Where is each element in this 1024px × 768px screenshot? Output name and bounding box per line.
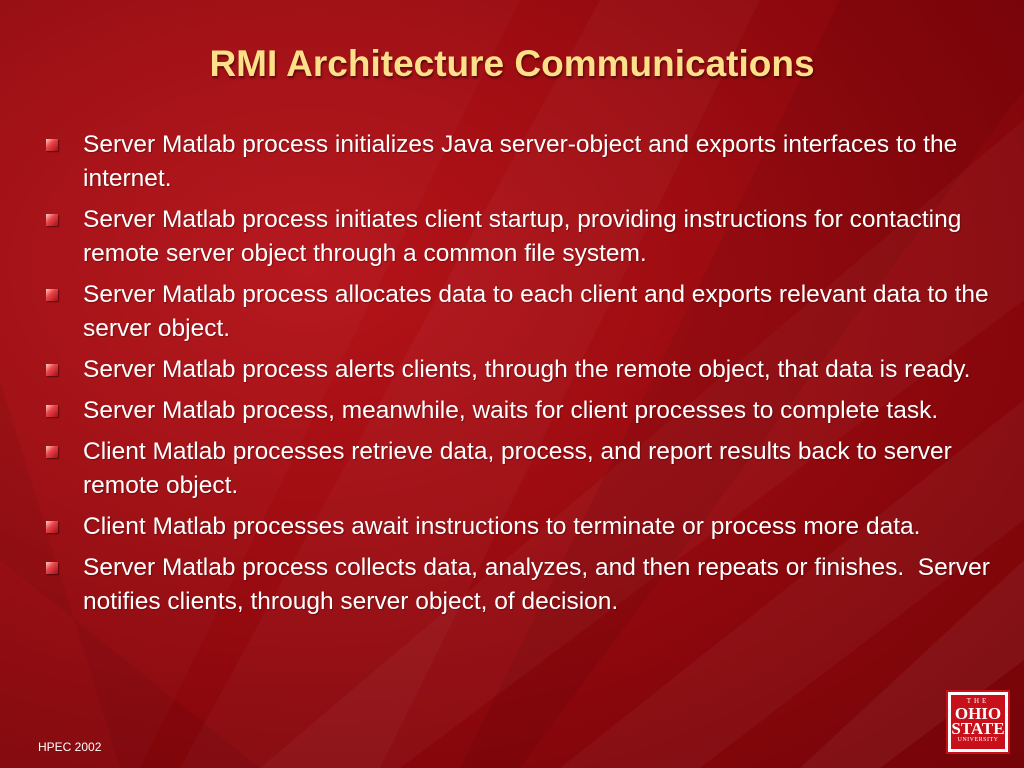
bullet-text: Server Matlab process, meanwhile, waits …	[83, 397, 939, 424]
bullet-square-icon	[46, 214, 58, 226]
logo-block: THE OHIO STATE UNIVERSITY	[951, 695, 1005, 749]
bullet-item: Client Matlab processes retrieve data, p…	[44, 435, 994, 503]
bullet-square-icon	[46, 364, 58, 376]
slide-title: RMI Architecture Communications	[209, 43, 815, 84]
bullet-square-icon	[46, 562, 58, 574]
bullet-text: Server Matlab process allocates data to …	[83, 281, 996, 342]
bullet-text: Server Matlab process initiates client s…	[83, 206, 969, 267]
bullet-text: Server Matlab process alerts clients, th…	[83, 356, 971, 383]
bullet-square-icon	[46, 446, 58, 458]
bullet-item: Server Matlab process alerts clients, th…	[44, 353, 994, 387]
bullet-text: Client Matlab processes await instructio…	[83, 513, 921, 540]
bullet-item: Server Matlab process initializes Java s…	[44, 128, 994, 196]
bullet-text: Server Matlab process initializes Java s…	[83, 131, 965, 192]
bullet-text: Server Matlab process collects data, ana…	[83, 554, 997, 615]
bullet-square-icon	[46, 289, 58, 301]
footer-label: HPEC 2002	[38, 740, 102, 754]
bullet-square-icon	[46, 405, 58, 417]
bullet-list: Server Matlab process initializes Java s…	[44, 128, 994, 626]
logo-university-text: UNIVERSITY	[957, 737, 999, 743]
bullet-item: Server Matlab process collects data, ana…	[44, 551, 994, 619]
logo-the-text: THE	[966, 697, 990, 705]
ohio-state-logo: THE OHIO STATE UNIVERSITY	[946, 690, 1010, 754]
bullet-item: Server Matlab process, meanwhile, waits …	[44, 394, 994, 428]
bullet-item: Client Matlab processes await instructio…	[44, 510, 994, 544]
bullet-item: Server Matlab process allocates data to …	[44, 278, 994, 346]
logo-ohio-text: OHIO	[954, 704, 1002, 723]
bullet-item: Server Matlab process initiates client s…	[44, 203, 994, 271]
bullet-square-icon	[46, 521, 58, 533]
logo-state-text: STATE	[951, 719, 1005, 738]
bullet-text: Client Matlab processes retrieve data, p…	[83, 438, 959, 499]
bullet-square-icon	[46, 139, 58, 151]
